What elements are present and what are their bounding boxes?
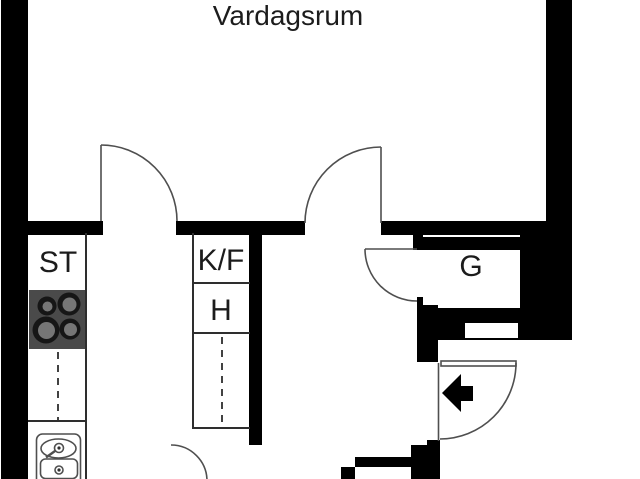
- sink-faucet-base: [53, 442, 65, 454]
- burner-top-right-icon: [57, 292, 81, 316]
- counter-sink-separator: [28, 420, 87, 422]
- wall-entry-left-pier: [417, 305, 438, 362]
- sink-outline: [35, 433, 82, 479]
- cabinet-bottom-edge: [192, 427, 250, 429]
- door-swing-kitchen: [170, 444, 208, 479]
- wall-hall-bottom-c: [341, 467, 355, 479]
- wall-recess-notch: [465, 323, 518, 338]
- wall-right-exterior: [546, 0, 572, 222]
- wall-left-exterior: [1, 0, 28, 479]
- fixture-label-cleaning-closet: ST: [38, 246, 78, 279]
- door-swing-wardrobe: [364, 248, 418, 302]
- door-leaf-entrance: [440, 360, 517, 367]
- sink-basin-oval: [40, 438, 77, 459]
- door-swing-livingroom-right: [304, 146, 382, 224]
- door-swing-livingroom-left: [100, 144, 178, 222]
- sink-faucet-dot: [57, 446, 61, 450]
- fixture-label-cabinet: H: [210, 294, 232, 327]
- wall-kitchen-divider: [249, 221, 262, 445]
- stove-icon: [29, 290, 85, 349]
- sink-drain-dot: [57, 468, 61, 472]
- sink-icon: [35, 433, 82, 479]
- sink-faucet-spout: [45, 450, 56, 459]
- wall-hall-bottom-b: [355, 457, 427, 467]
- wall-livingroom-bottom-left: [28, 221, 103, 235]
- wall-wardrobe-jamb-upper: [413, 221, 423, 250]
- counter-front-edge-left: [85, 233, 87, 479]
- wall-livingroom-bottom-middle: [176, 221, 305, 235]
- wall-entry-stop: [427, 440, 440, 479]
- fixture-label-wardrobe: G: [459, 250, 483, 283]
- cabinet-separator-h: [192, 332, 250, 334]
- room-label-livingroom: Vardagsrum: [212, 0, 364, 31]
- burner-bottom-right-icon: [59, 318, 81, 340]
- door-swing-entrance: [439, 362, 517, 440]
- fixture-label-fridge-freezer: K/F: [197, 244, 245, 277]
- wall-wardrobe-top: [423, 237, 546, 250]
- cabinet-separator-kf: [192, 282, 250, 284]
- sink-drain: [54, 465, 64, 475]
- cabinet-front-edge-right: [192, 233, 194, 429]
- entrance-arrow-icon: [442, 374, 473, 412]
- burner-bottom-left-icon: [32, 316, 60, 344]
- burner-top-left-icon: [37, 296, 57, 316]
- wall-wardrobe-jamb-lower: [417, 297, 423, 309]
